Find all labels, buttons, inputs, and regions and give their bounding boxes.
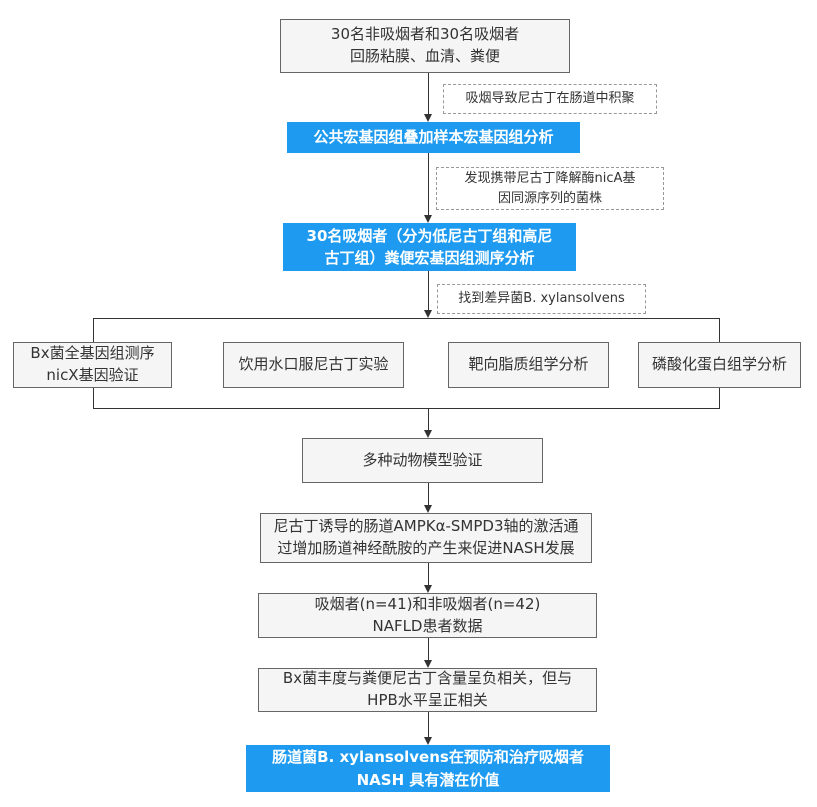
node-smoker-metagenome-sequencing: 30名吸烟者（分为低尼古丁组和高尼 古丁组）粪便宏基因组测序分析 xyxy=(283,223,576,271)
connector-merge-left-drop xyxy=(93,388,94,408)
connector-6-line xyxy=(428,563,429,585)
connector-2-arrowhead xyxy=(424,215,432,223)
node-public-metagenome-analysis: 公共宏基因组叠加样本宏基因组分析 xyxy=(287,122,580,153)
connector-5-arrowhead xyxy=(424,505,432,513)
connector-3-arrowhead xyxy=(424,310,432,318)
connector-4-line xyxy=(428,408,429,430)
note-nica-strains: 发现携带尼古丁降解酶nicA基 因同源序列的菌株 xyxy=(436,167,664,210)
connector-3-line xyxy=(428,271,429,310)
connector-split-right-drop xyxy=(719,318,720,342)
connector-7-line xyxy=(428,638,429,660)
connector-1-arrowhead xyxy=(424,114,432,122)
connector-8-arrowhead xyxy=(424,737,432,745)
connector-5-line xyxy=(428,483,429,505)
node-animal-models: 多种动物模型验证 xyxy=(302,438,543,483)
connector-7-arrowhead xyxy=(424,660,432,668)
connector-merge-right-drop xyxy=(719,388,720,408)
note-diff-bacteria: 找到差异菌B. xylansolvens xyxy=(437,284,646,314)
connector-6-arrowhead xyxy=(424,585,432,593)
connector-merge-bottom-rail xyxy=(93,408,720,409)
node-branch-lipidomics: 靶向脂质组学分析 xyxy=(448,342,609,388)
node-branch-drinking-water: 饮用水口服尼古丁实验 xyxy=(223,342,404,388)
connector-2-line xyxy=(428,153,429,215)
connector-split-left-drop xyxy=(93,318,94,342)
connector-1-line xyxy=(428,73,429,114)
note-nicotine-accumulation: 吸烟导致尼古丁在肠道中积聚 xyxy=(443,84,657,114)
node-samples: 30名非吸烟者和30名吸烟者 回肠粘膜、血清、粪便 xyxy=(280,19,570,73)
connector-4-arrowhead xyxy=(424,430,432,438)
node-conclusion: 肠道菌B. xylansolvens在预防和治疗吸烟者 NASH 具有潜在价值 xyxy=(246,745,610,792)
node-correlation: Bx菌丰度与粪便尼古丁含量呈负相关，但与 HPB水平呈正相关 xyxy=(258,668,597,712)
node-mechanism: 尼古丁诱导的肠道AMPKα-SMPD3轴的激活通 过增加肠道神经酰胺的产生来促进… xyxy=(260,513,592,563)
connector-split-top-rail xyxy=(93,318,720,319)
node-cohort: 吸烟者(n=41)和非吸烟者(n=42) NAFLD患者数据 xyxy=(258,593,597,638)
node-branch-genome-sequencing: Bx菌全基因组测序 nicX基因验证 xyxy=(13,342,172,388)
connector-8-line xyxy=(428,712,429,737)
node-branch-phosphoproteomics: 磷酸化蛋白组学分析 xyxy=(638,342,801,388)
